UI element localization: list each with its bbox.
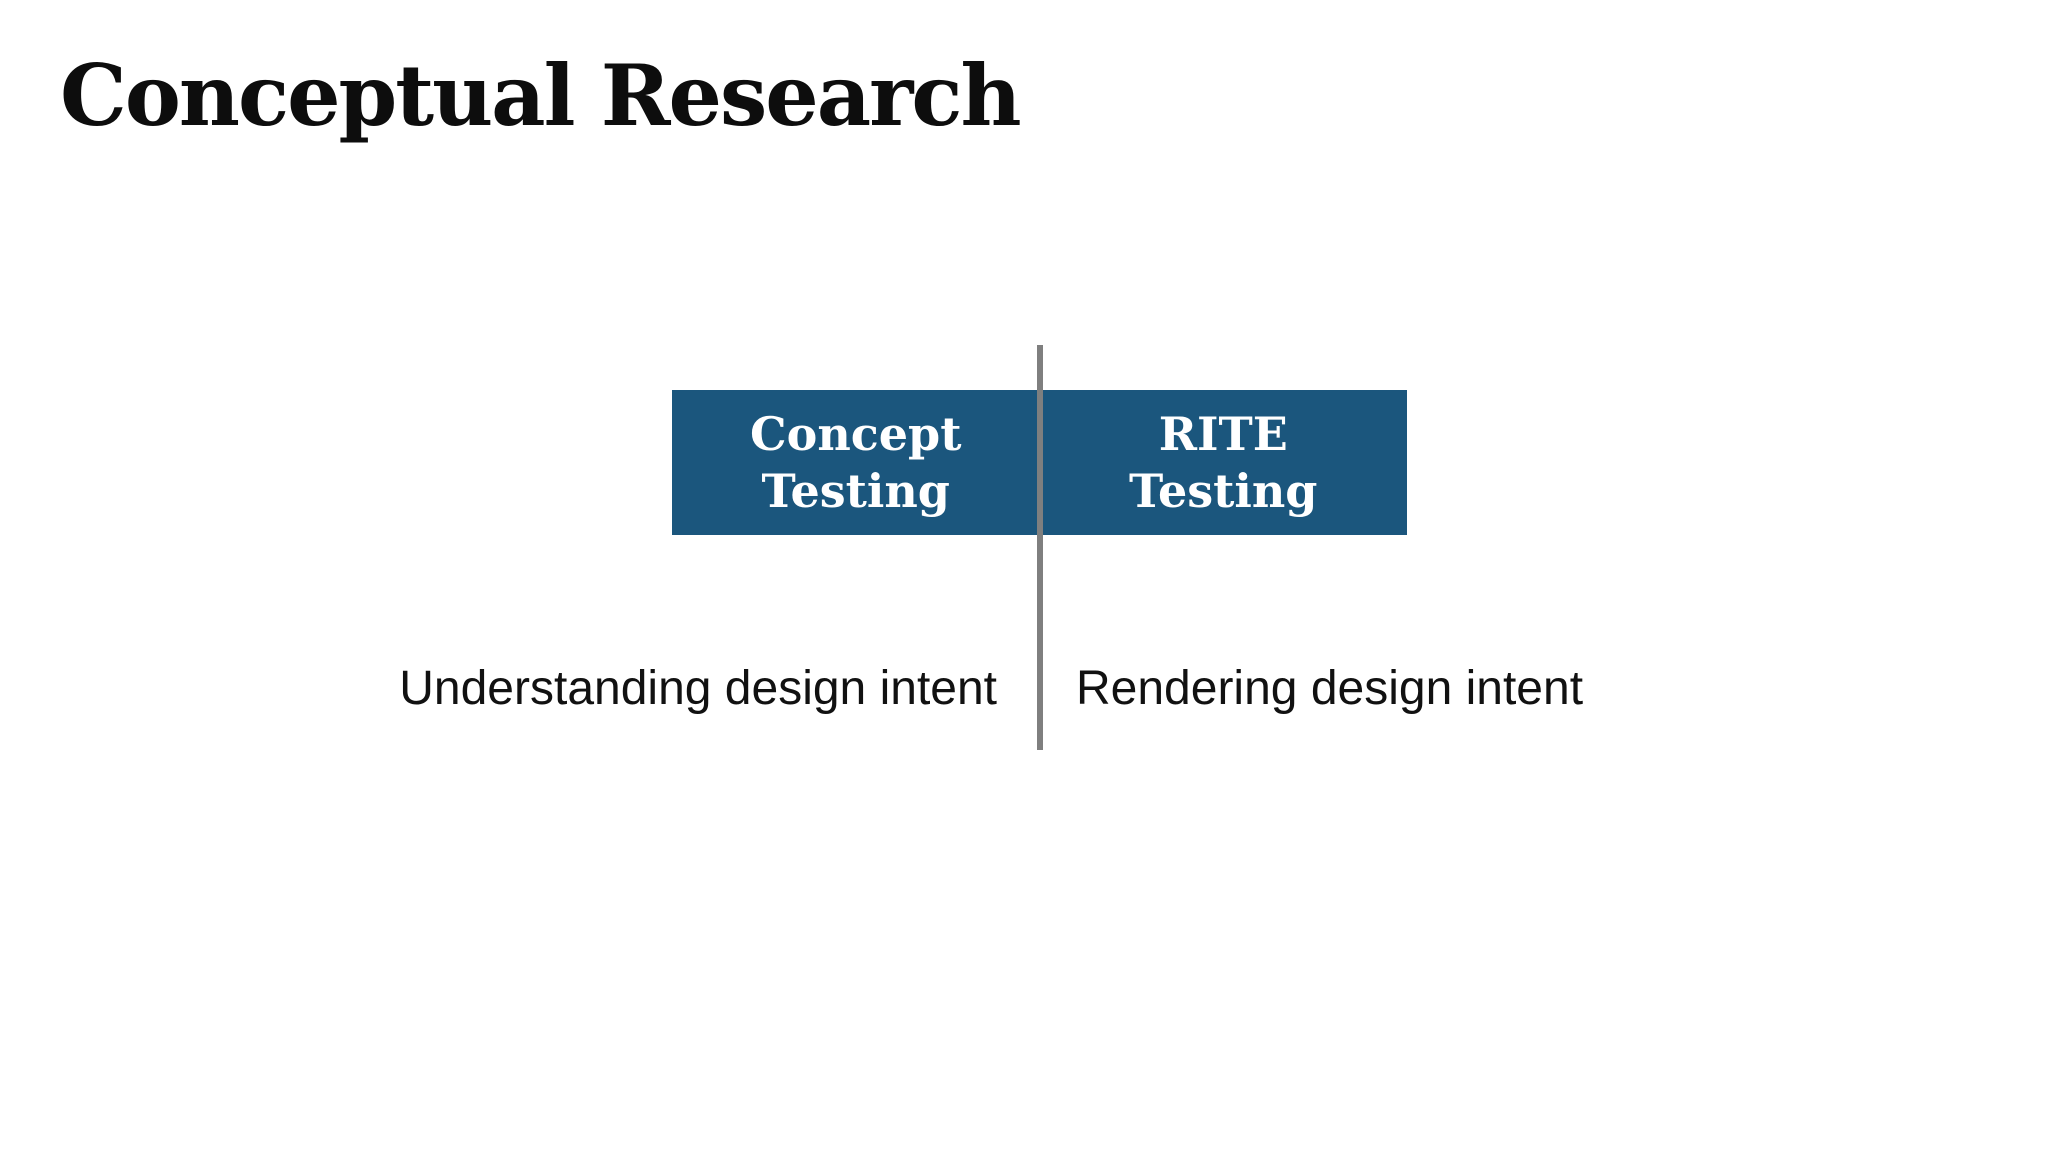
rite-testing-description: Rendering design intent [1076, 662, 1584, 715]
concept-testing-header-cell: Concept Testing [672, 390, 1040, 535]
comparison-header-row: Concept Testing RITE Testing [672, 390, 1407, 535]
page-title: Conceptual Research [60, 46, 1022, 145]
rite-testing-header-cell: RITE Testing [1039, 390, 1407, 535]
concept-testing-description: Understanding design intent [399, 662, 997, 715]
column-divider-line [1037, 345, 1043, 750]
